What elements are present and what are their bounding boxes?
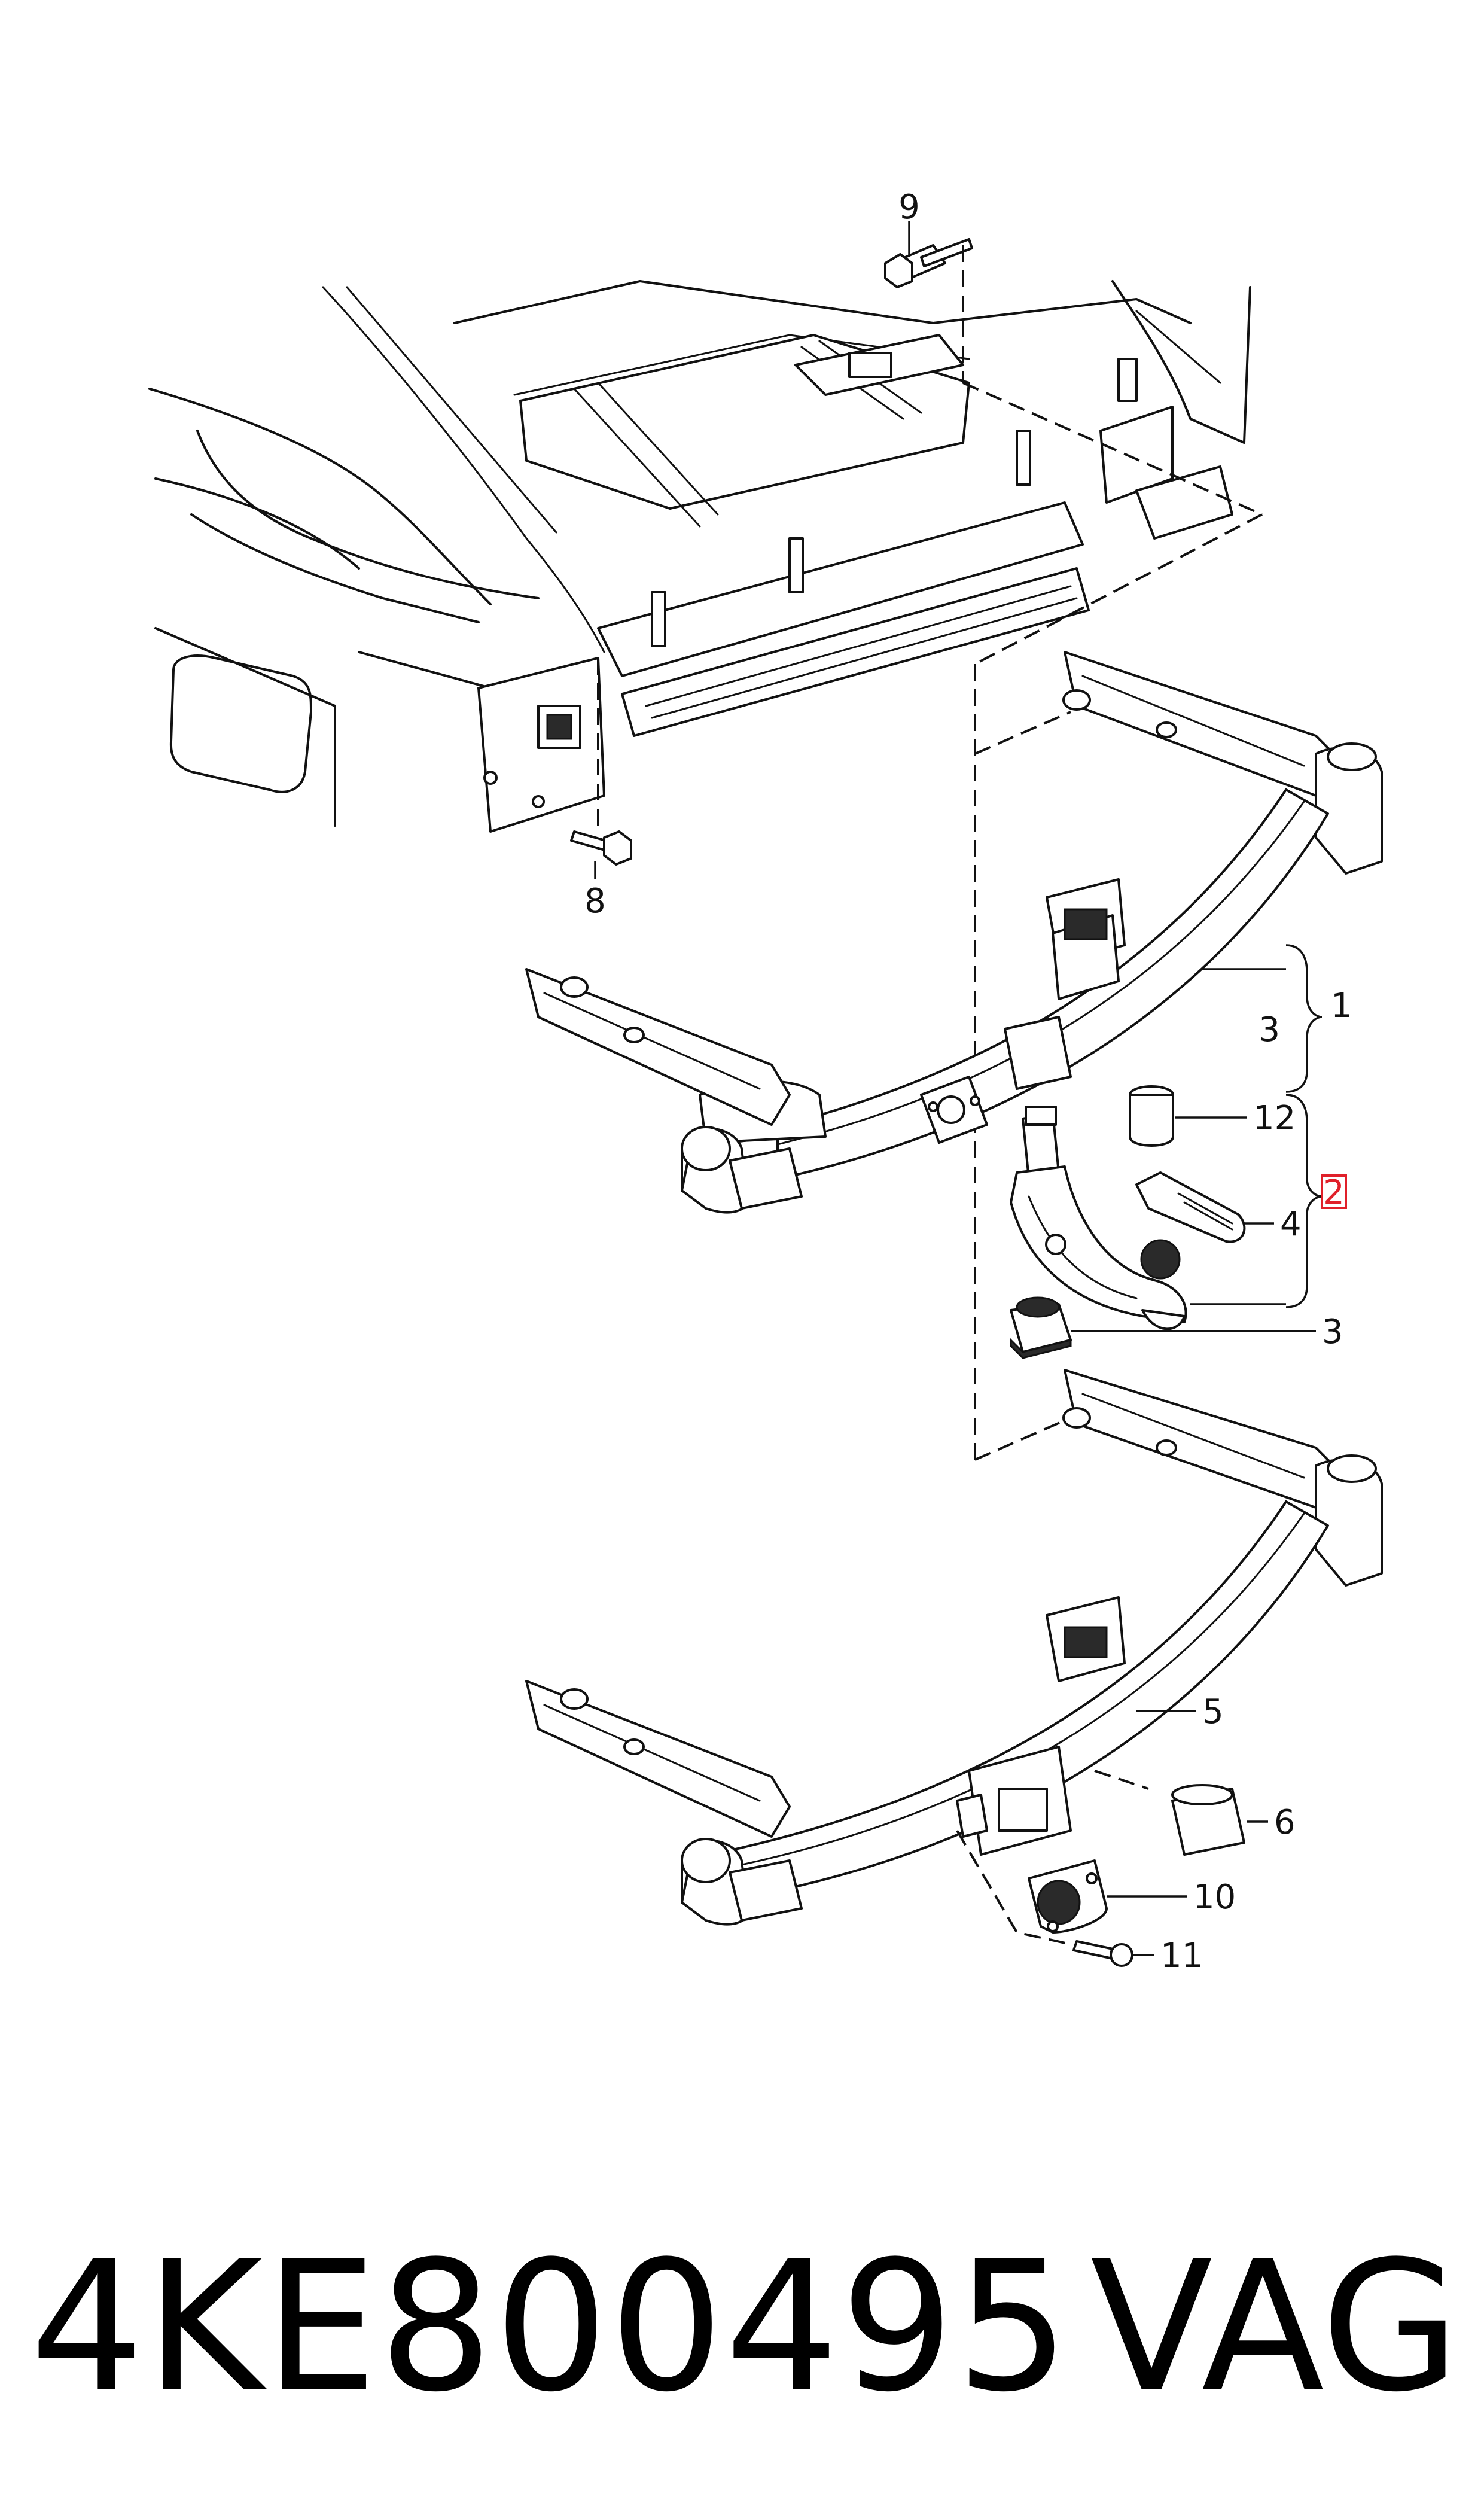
callout-8: 8: [584, 882, 606, 921]
callout-5: 5: [1202, 1692, 1224, 1731]
footer: 4KE800495 VAG: [0, 2213, 1484, 2441]
callout-6: 6: [1274, 1803, 1296, 1842]
callout-12: 12: [1253, 1099, 1296, 1138]
callout-3-lower: 3: [1322, 1313, 1343, 1351]
callout-1: 1: [1331, 987, 1352, 1025]
part-number: 4KE800495: [30, 2222, 1071, 2431]
brand-label: VAG: [1090, 2222, 1460, 2431]
cover-cap-6: [1171, 1784, 1245, 1856]
locking-lever-4: [1135, 1171, 1246, 1243]
ball-hitch-neck: [1010, 1106, 1187, 1330]
callout-9: 9: [898, 188, 920, 227]
callout-2-highlighted: 2: [1321, 1173, 1347, 1212]
callout-11: 11: [1160, 1937, 1203, 1975]
callout-3-upper: 3: [1258, 1010, 1280, 1049]
callout-4: 4: [1280, 1205, 1302, 1244]
leader-lines: [594, 221, 1323, 1956]
bolt-8: [570, 830, 632, 866]
towbar-crossmember-upper: [525, 651, 1383, 1214]
callout-10: 10: [1193, 1878, 1236, 1917]
callout-2: 2: [1323, 1173, 1345, 1212]
screw-11: [1072, 1940, 1133, 1967]
ball-cap-12: [1129, 1085, 1174, 1147]
socket-cover-3: [1010, 1296, 1072, 1359]
socket-plate-10: [1028, 1859, 1108, 1934]
towbar-crossmember-lower: [525, 1369, 1383, 1926]
vehicle-rear-body: [148, 280, 1251, 833]
bolt-9: [884, 238, 973, 288]
